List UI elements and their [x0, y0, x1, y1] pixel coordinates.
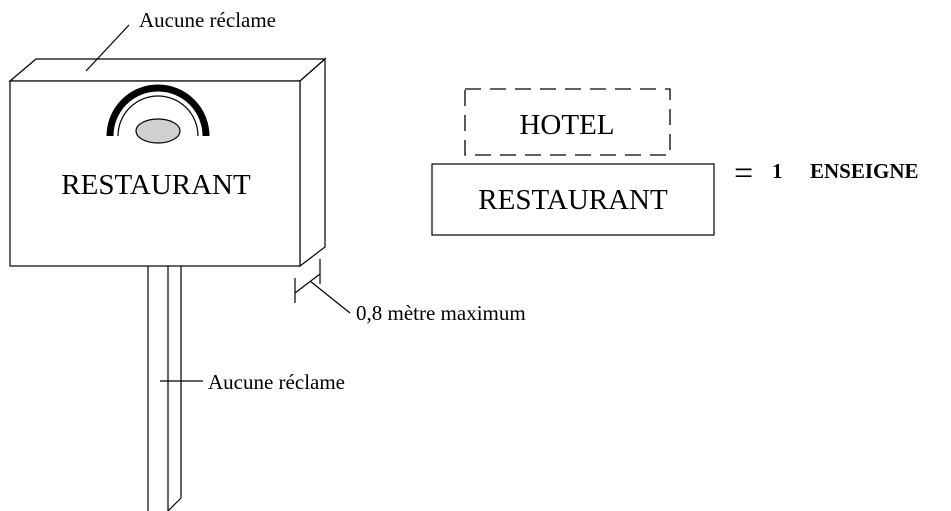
cloche-logo-icon	[106, 84, 210, 144]
top-note-leader	[85, 24, 130, 72]
post-note: Aucune réclame	[208, 370, 345, 394]
sign-top-face	[8, 58, 327, 82]
sign-post	[147, 266, 182, 511]
hotel-box	[464, 88, 671, 156]
sign-board: RESTAURANT	[8, 57, 327, 268]
sign-side-face	[299, 57, 326, 268]
sign-count: 1	[772, 159, 783, 183]
equals-sign: =	[734, 155, 753, 192]
restaurant-box	[431, 163, 715, 236]
top-note: Aucune réclame	[139, 8, 276, 32]
hotel-label: HOTEL	[519, 109, 614, 141]
restaurant-label: RESTAURANT	[478, 184, 668, 216]
depth-dimension	[294, 259, 351, 314]
sign-front-face	[9, 80, 301, 267]
result-label: ENSEIGNE	[810, 159, 919, 183]
sign-label: RESTAURANT	[61, 169, 251, 201]
depth-note: 0,8 mètre maximum	[356, 301, 526, 325]
